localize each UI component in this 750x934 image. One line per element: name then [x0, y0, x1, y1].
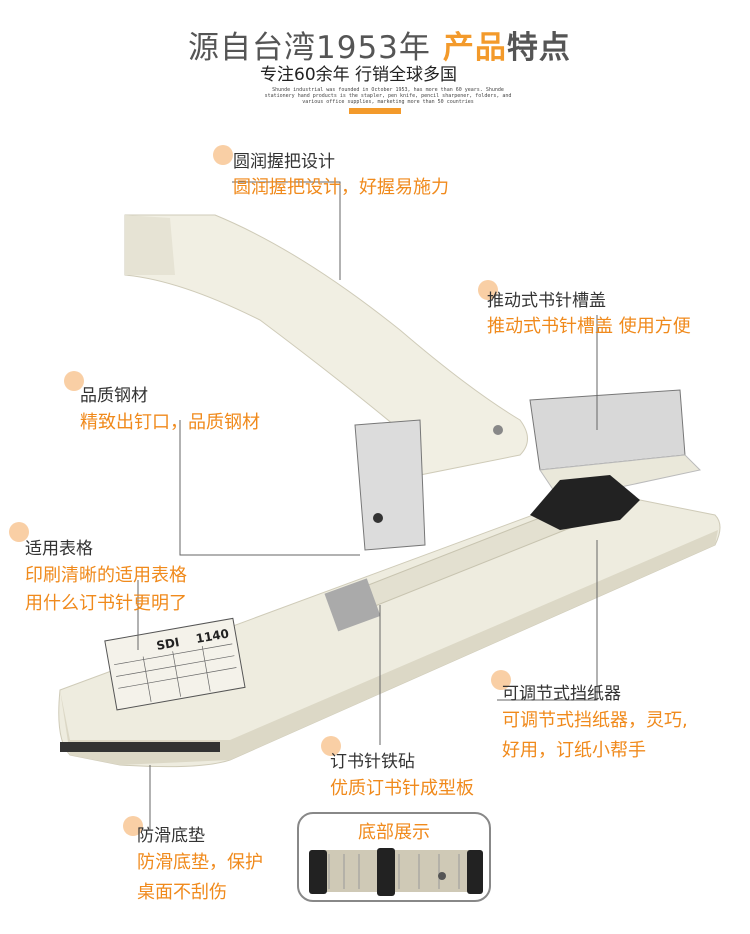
feature-heading-table: 适用表格: [25, 539, 93, 559]
bottom-view-title: 底部展示: [358, 822, 430, 843]
feature-dot: [478, 280, 498, 300]
feature-desc-table-1: 印刷清晰的适用表格: [25, 565, 187, 586]
feature-heading-anvil: 订书针铁砧: [330, 752, 415, 772]
feature-desc-pad-1: 防滑底垫，保护: [137, 852, 263, 873]
accent-bar: [349, 108, 401, 114]
subtitle: 专注60余年 行销全球多国: [260, 65, 458, 85]
svg-text:SDI: SDI: [155, 635, 180, 653]
paper-guide: [530, 475, 640, 530]
feature-desc-staple-cover: 推动式书针槽盖 使用方便: [487, 316, 691, 337]
page-title: 源自台湾1953年产品特点: [188, 30, 571, 66]
feature-heading-grip: 圆润握把设计: [233, 152, 335, 172]
feature-desc-paper-guide-1: 可调节式挡纸器，灵巧,: [502, 710, 688, 731]
feature-dot: [213, 145, 233, 165]
english-description: Shunde industrial was founded in October…: [264, 87, 512, 105]
feature-desc-steel: 精致出钉口，品质钢材: [80, 412, 260, 433]
feature-heading-pad: 防滑底垫: [137, 826, 205, 846]
feature-dot: [123, 816, 143, 836]
feature-desc-anvil: 优质订书针成型板: [330, 778, 474, 799]
feature-heading-paper-guide: 可调节式挡纸器: [502, 684, 621, 704]
bottom-view-box: 底部展示: [297, 812, 491, 902]
feature-dot: [9, 522, 29, 542]
feature-desc-paper-guide-2: 好用，订纸小帮手: [502, 740, 646, 761]
feature-dot: [64, 371, 84, 391]
svg-text:1140: 1140: [195, 626, 230, 646]
usage-table-label: SDI 1140: [104, 617, 246, 711]
feature-dot: [491, 670, 511, 690]
feature-dot: [321, 736, 341, 756]
non-slip-pad: [60, 742, 220, 752]
anvil: [324, 578, 381, 632]
feature-desc-pad-2: 桌面不刮伤: [137, 882, 227, 903]
feature-heading-staple-cover: 推动式书针槽盖: [487, 291, 606, 311]
bottom-view-image: [309, 848, 483, 896]
feature-heading-steel: 品质钢材: [80, 386, 148, 406]
feature-desc-grip: 圆润握把设计，好握易施力: [233, 177, 449, 198]
feature-desc-table-2: 用什么订书针更明了: [25, 593, 187, 614]
